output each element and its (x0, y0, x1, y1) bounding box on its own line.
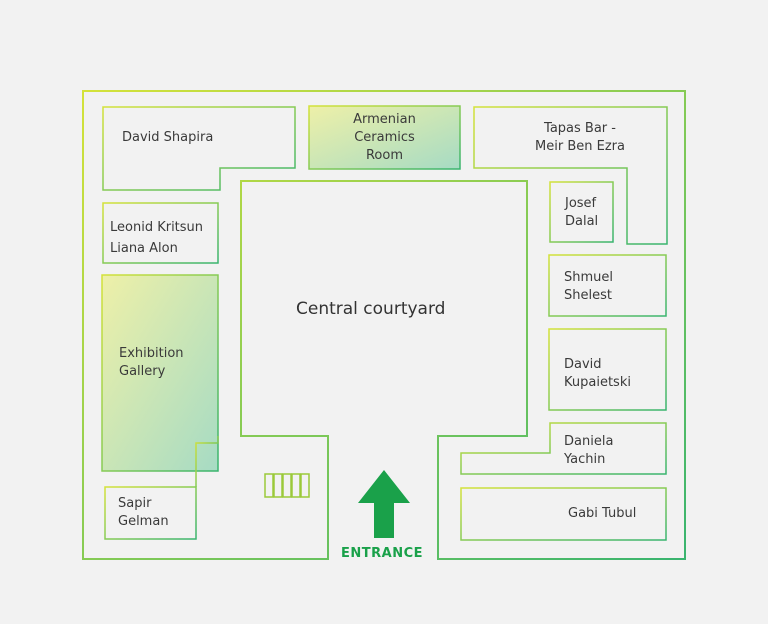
entry-hall-wall (195, 436, 219, 487)
room-gabi-tubul[interactable] (460, 487, 667, 541)
room-armenian-ceramics[interactable] (308, 105, 461, 170)
label-shmuel-shelest: Shmuel Shelest (564, 270, 614, 303)
label-josef-dalal: Josef Dalal (565, 196, 599, 229)
label-sapir-gelman: Sapir Gelman (118, 496, 169, 529)
room-tapas-bar[interactable] (473, 106, 668, 245)
room-sapir-gelman[interactable] (104, 486, 197, 540)
label-leonid-liana: Leonid Kritsun Liana Alon (110, 220, 204, 256)
room-david-kupaietski[interactable] (548, 328, 667, 411)
label-entrance: ENTRANCE (341, 546, 423, 561)
label-gabi-tubul: Gabi Tubul (568, 506, 637, 521)
label-david-shapira: David Shapira (122, 130, 214, 145)
room-daniela-yachin[interactable] (460, 422, 667, 475)
entrance-arrow-icon (358, 470, 410, 538)
label-daniela-yachin: Daniela Yachin (564, 434, 614, 467)
outer-wall (82, 90, 686, 560)
room-leonid-liana[interactable] (102, 202, 219, 264)
label-david-kupaietski: David Kupaietski (564, 357, 631, 390)
label-armenian-ceramics: Armenian Ceramics Room (353, 112, 416, 163)
room-josef-dalal[interactable] (549, 181, 614, 243)
room-exhibition-gallery[interactable] (101, 274, 219, 472)
room-shmuel-shelest[interactable] (548, 254, 667, 317)
label-central-courtyard: Central courtyard (296, 299, 446, 319)
room-david-shapira[interactable] (102, 106, 296, 191)
turnstile-icon (264, 473, 310, 498)
label-tapas-bar: Tapas Bar - Meir Ben Ezra (535, 121, 625, 154)
label-exhibition-gallery: Exhibition Gallery (119, 346, 184, 379)
